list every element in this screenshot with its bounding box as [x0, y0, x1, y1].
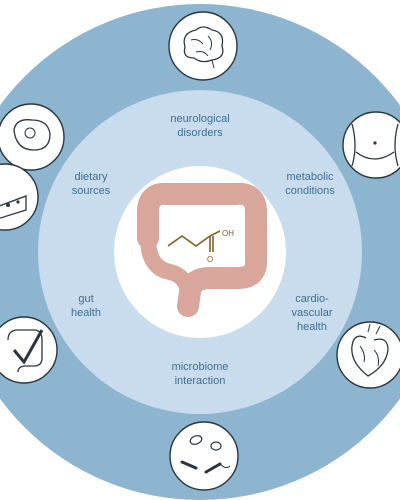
- bacteria-icon: [169, 421, 239, 491]
- steak-icon: [0, 103, 65, 171]
- belly-icon: [342, 111, 400, 179]
- gut-check-icon: [0, 316, 58, 384]
- label-gut-health: gut health: [71, 293, 101, 319]
- heart-icon: [336, 321, 400, 389]
- label-metabolic-conditions: metabolic conditions: [285, 171, 335, 197]
- colon-illustration: [137, 182, 267, 317]
- butyrate-molecule: [167, 230, 221, 252]
- label-cardiovascular-health: cardio- vascular health: [291, 293, 333, 333]
- molecule-o-label: O: [207, 255, 213, 264]
- label-microbiome-interaction: microbiome interaction: [171, 361, 229, 387]
- brain-icon: [168, 11, 238, 81]
- label-neurological-disorders: neurological disorders: [170, 113, 230, 139]
- label-dietary-sources: dietary sources: [71, 171, 111, 197]
- molecule-oh-label: OH: [222, 229, 234, 238]
- cheese-icon: [0, 163, 39, 231]
